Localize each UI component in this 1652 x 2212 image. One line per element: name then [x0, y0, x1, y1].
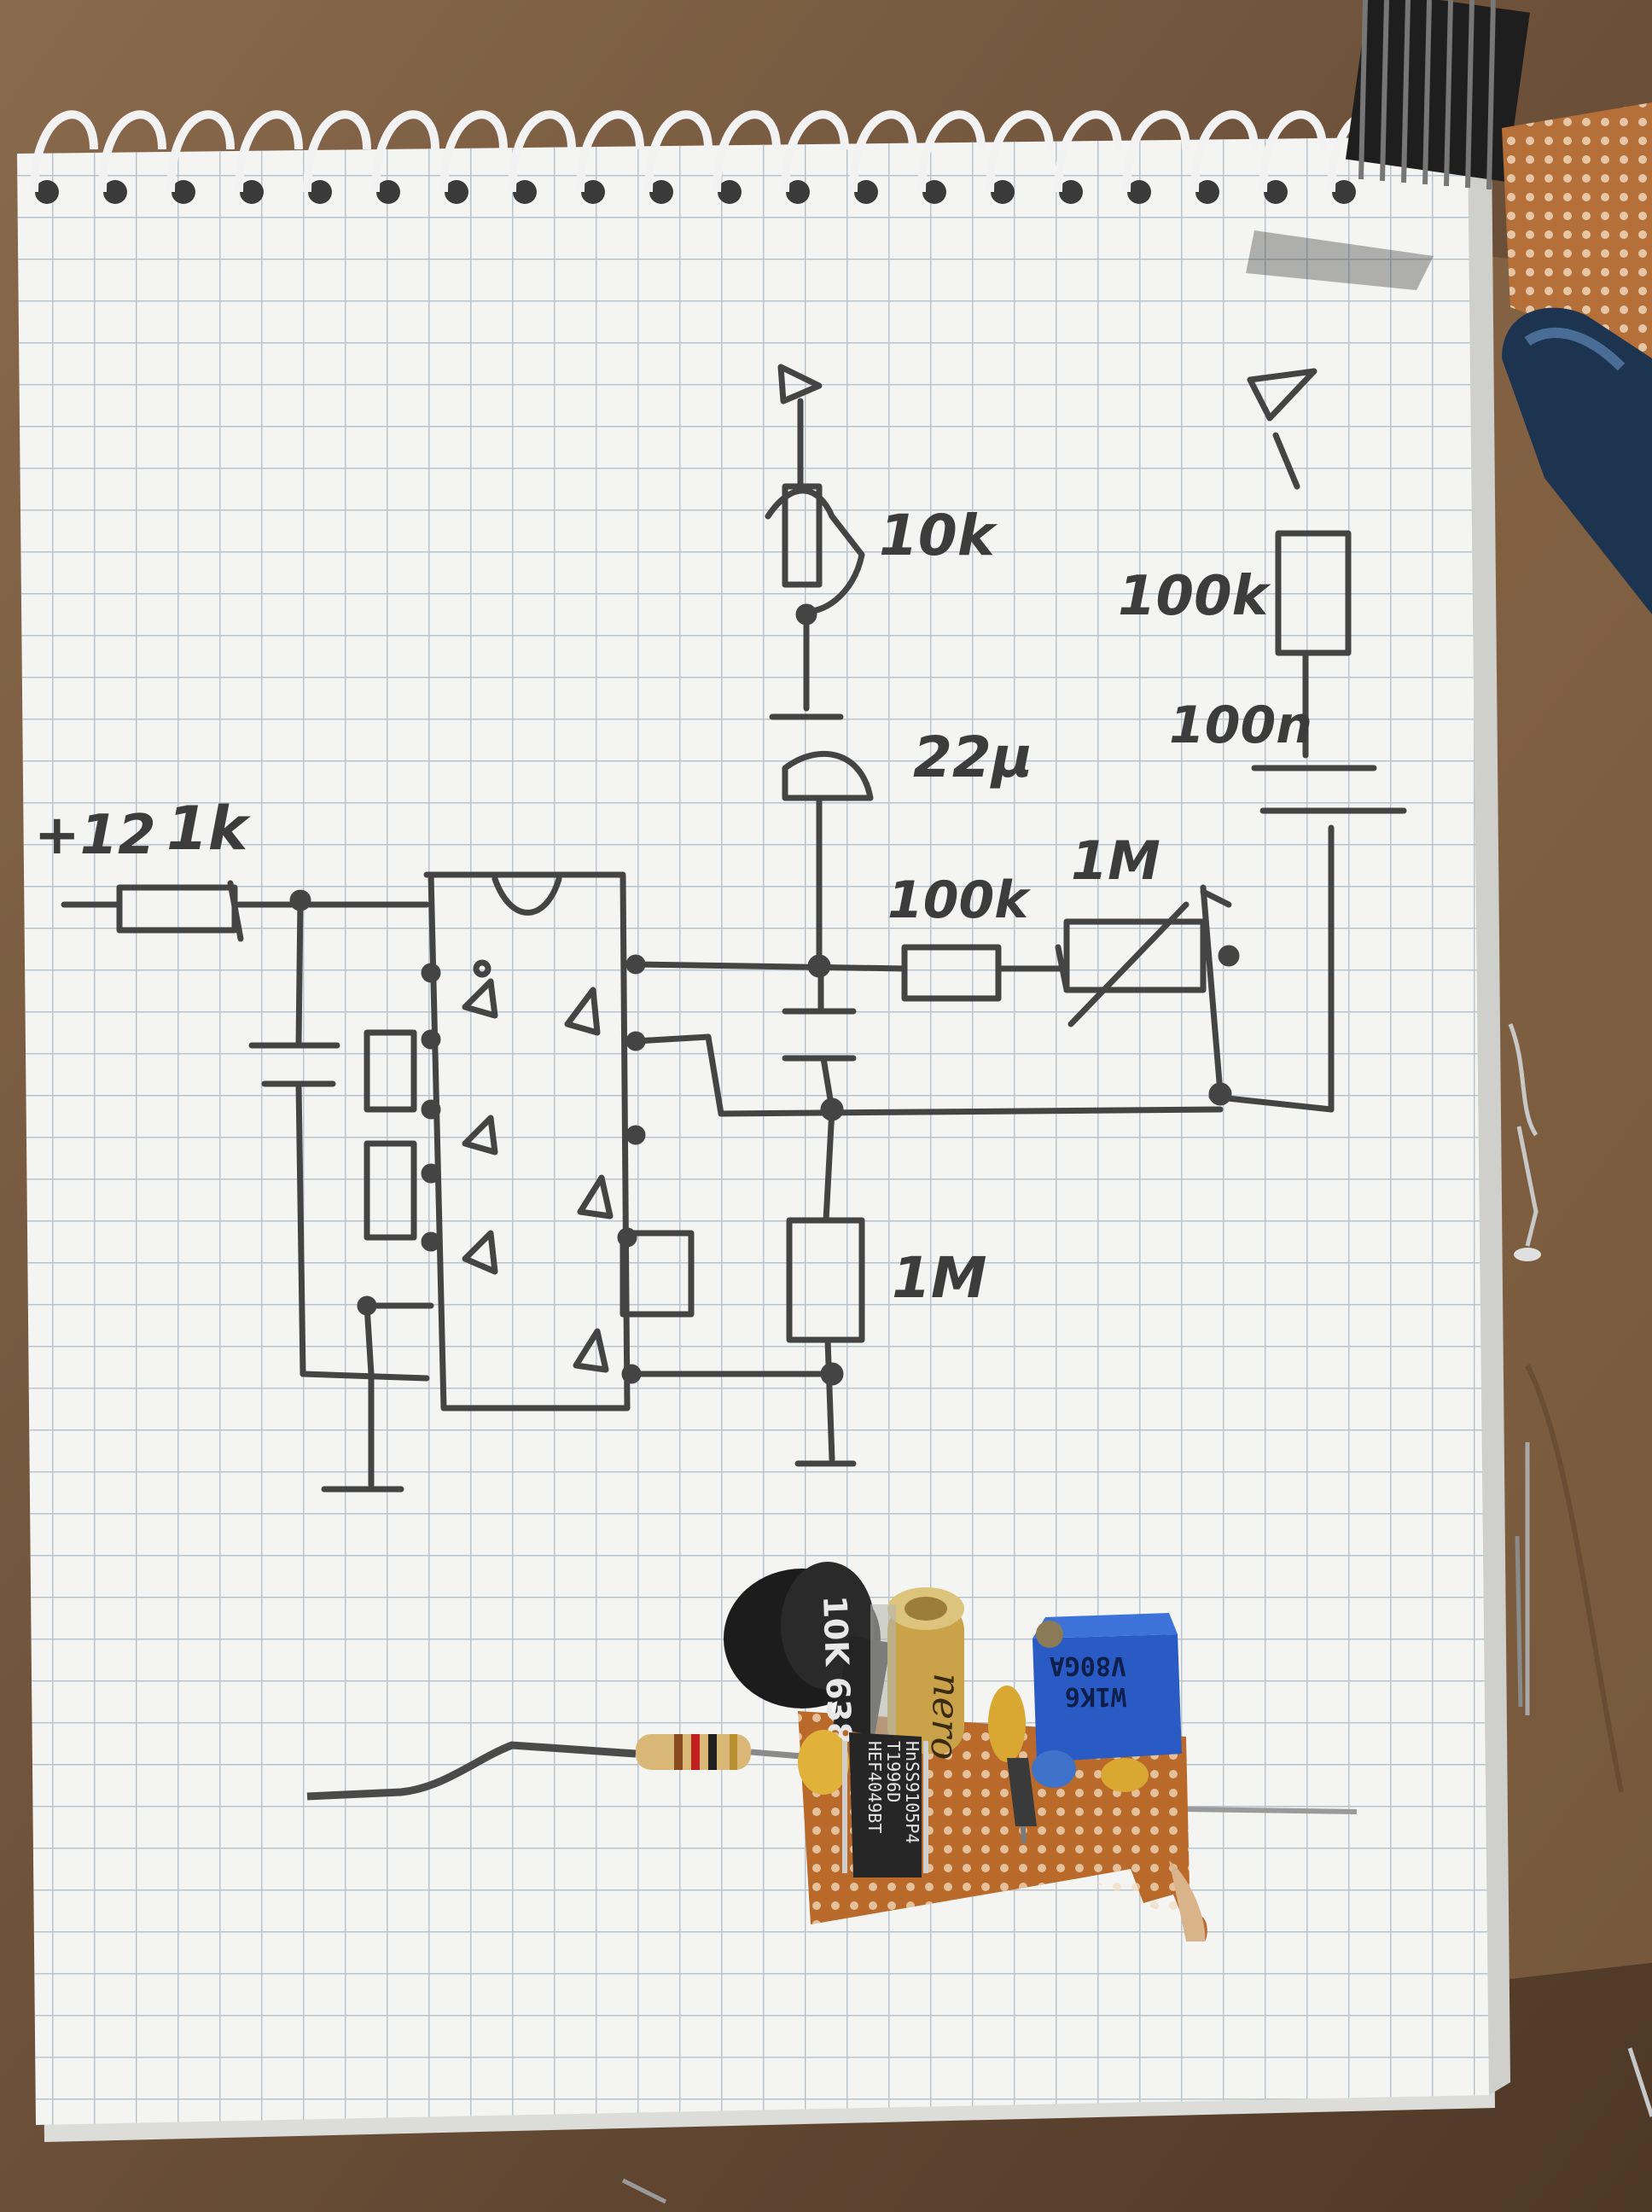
label-supply: +12	[34, 804, 156, 867]
electrolytic-capacitor: nero	[870, 1587, 969, 1761]
ceramic-potentiometer: 10K 638	[724, 1562, 892, 1745]
elco-marking: nero	[922, 1673, 969, 1761]
label-1k: 1k	[166, 794, 252, 864]
notebook-page	[17, 137, 1510, 2142]
label-100k-right: 100k	[1118, 565, 1271, 628]
chip-marking-3: HnSS9105P4	[902, 1741, 922, 1843]
ceramic-cap-marking: 10K 638	[816, 1595, 858, 1745]
label-100n: 100n	[1169, 696, 1312, 755]
perfboard-scrap	[1502, 102, 1652, 358]
trimpot-marking-2: W1K6	[1065, 1681, 1126, 1711]
wire-offcuts	[621, 1023, 1652, 2204]
schematic-labels: +12 1k 10k 100k 100n 22µ 100k 1M 1M	[34, 503, 1312, 1311]
ic-chip-hef4049: HEF4049BT T1996D HnSS9105P4	[842, 1732, 928, 1877]
label-22u: 22µ	[913, 725, 1032, 790]
chip-marking-1: HEF4049BT	[864, 1741, 885, 1833]
built-circuit: 10K 638 nero V80GA W1K6	[306, 1562, 1358, 1941]
yellow-cap-left	[798, 1730, 849, 1795]
yellow-cap-right	[1101, 1758, 1149, 1792]
binding-hole	[35, 180, 59, 204]
trimpot-marking-1: V80GA	[1050, 1650, 1126, 1680]
label-100k-mid: 100k	[887, 870, 1031, 930]
label-10k: 10k	[879, 503, 998, 568]
label-1M-pot: 1M	[1071, 830, 1160, 892]
resistor-1k	[636, 1734, 803, 1770]
lead-wire-right	[1185, 1807, 1358, 1814]
screwdriver-handle	[1502, 307, 1652, 614]
yellow-cap-mid	[988, 1685, 1026, 1762]
pin-header	[1246, 0, 1530, 290]
label-1M-bottom: 1M	[892, 1245, 987, 1311]
lead-wire-left	[306, 1741, 637, 1801]
schematic	[61, 364, 1407, 1493]
blue-trimpot: V80GA W1K6	[1032, 1613, 1182, 1762]
spiral-binding	[30, 110, 1395, 204]
blue-cap	[1032, 1750, 1076, 1788]
chip-marking-2: T1996D	[883, 1741, 904, 1802]
